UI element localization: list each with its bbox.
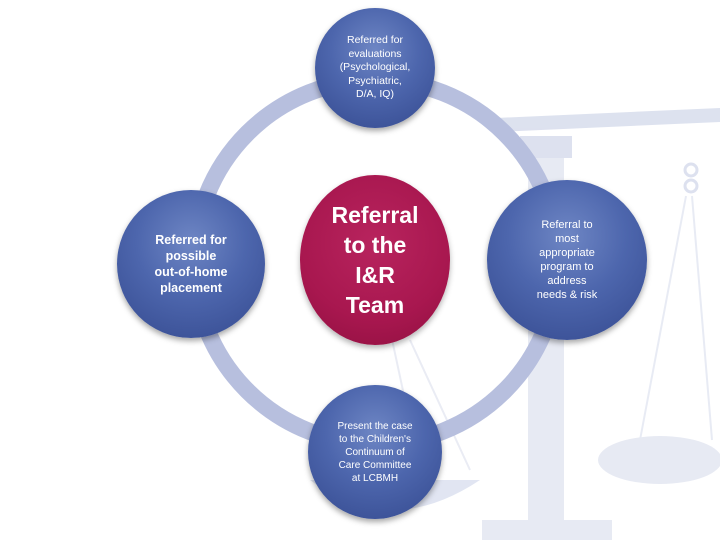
center-node-referral-team: Referral to the I&R Team — [300, 175, 450, 345]
center-node-label: Referral to the I&R Team — [331, 202, 419, 318]
node-program-referral: Referral to most appropriate program to … — [487, 180, 647, 340]
node-program-referral-label: Referral to most appropriate program to … — [536, 219, 598, 301]
node-out-of-home-placement: Referred for possible out-of-home placem… — [117, 190, 265, 338]
node-evaluations: Referred for evaluations (Psychological,… — [315, 8, 435, 128]
node-out-of-home-placement-label: Referred for possible out-of-home placem… — [154, 233, 228, 295]
node-committee-presentation-label: Present the case to the Children's Conti… — [337, 420, 413, 484]
node-committee-presentation: Present the case to the Children's Conti… — [308, 385, 442, 519]
node-evaluations-label: Referred for evaluations (Psychological,… — [339, 34, 411, 101]
